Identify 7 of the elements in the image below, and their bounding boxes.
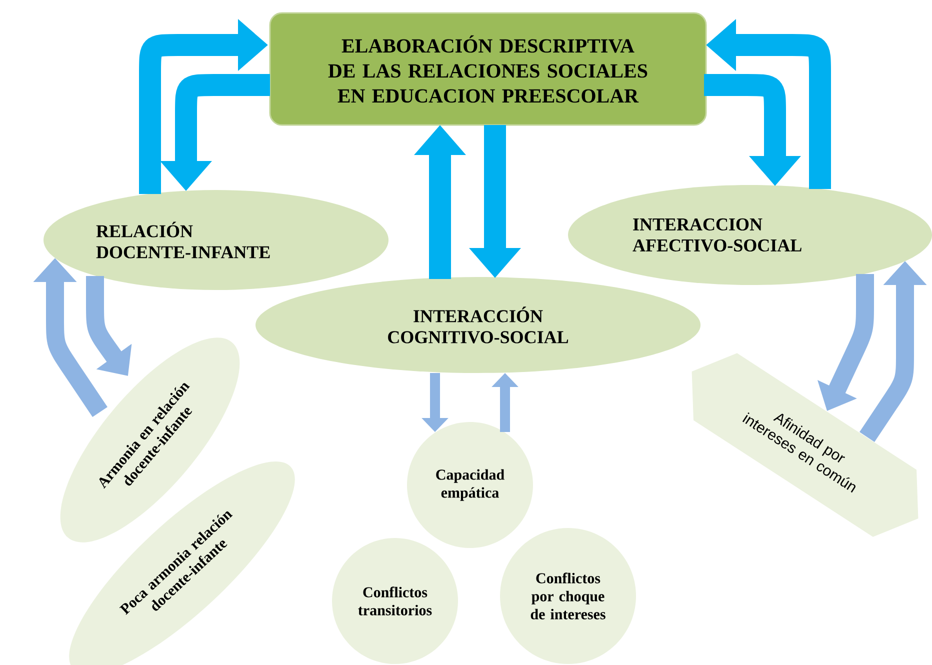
- ellipse-node: INTERACCION AFECTIVO-SOCIAL: [568, 185, 932, 285]
- ellipse-node: INTERACCIÓN COGNITIVO-SOCIAL: [256, 277, 700, 373]
- ellipse-node: RELACIÓN DOCENTE-INFANTE: [44, 190, 388, 290]
- title-box: ELABORACIÓN DESCRIPTIVA DE LAS RELACIONES SOCIALES EN EDUCACION PREESCOLAR: [269, 12, 707, 126]
- circle-node: Conflictos por choque de intereses: [500, 528, 636, 664]
- circle-node: Conflictos transitorios: [332, 538, 458, 664]
- circle-node: Capacidad empática: [407, 422, 533, 548]
